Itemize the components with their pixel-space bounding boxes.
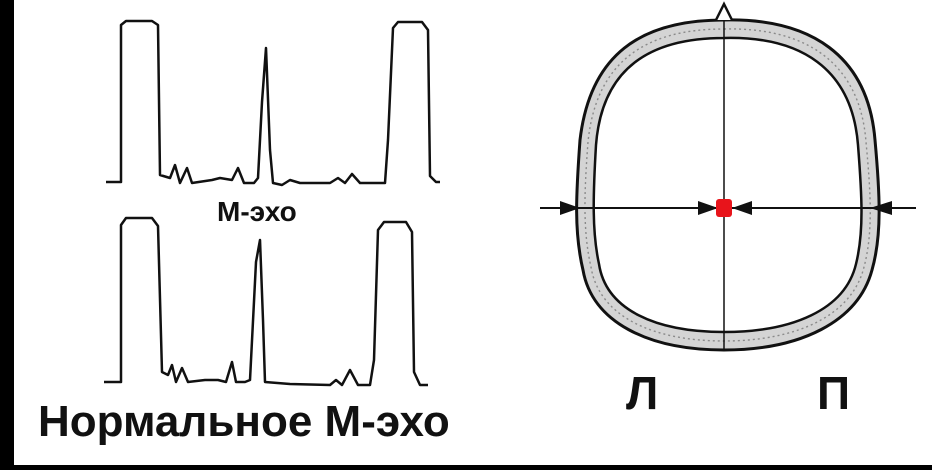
m-echo-label: М-эхо: [217, 198, 297, 226]
midline-echo-marker: [716, 199, 732, 217]
m-echo-diagram: [14, 0, 932, 465]
skull-outline: [577, 20, 880, 350]
echo-trace-bottom: [104, 218, 428, 385]
echo-trace-top: [106, 21, 440, 185]
skull-inner-contour: [594, 38, 862, 332]
right-side-label: П: [817, 370, 850, 416]
diagram-panel: М-эхо Нормальное М-эхо Л П: [14, 0, 932, 465]
figure-caption: Нормальное М-эхо: [38, 400, 450, 444]
left-side-label: Л: [626, 370, 658, 416]
nose-marker-icon: [716, 4, 732, 20]
